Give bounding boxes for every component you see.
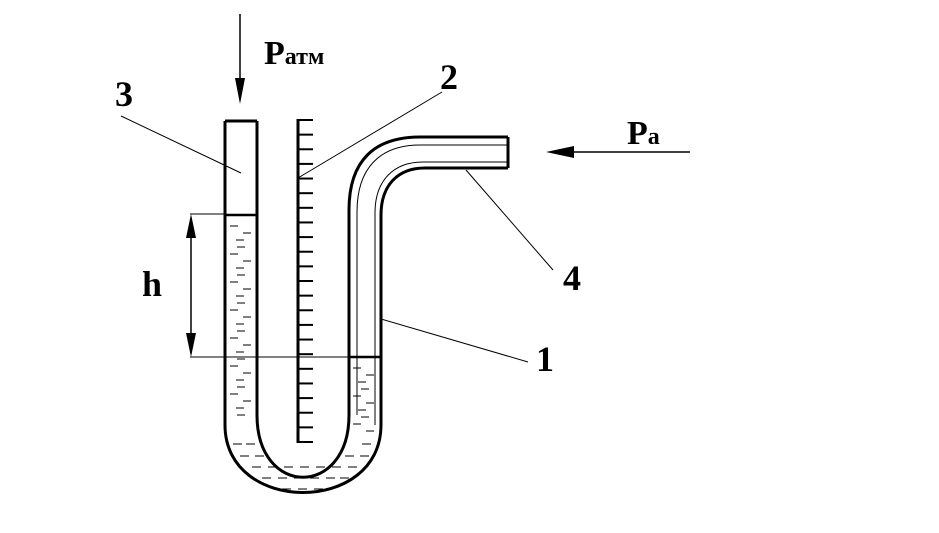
u-bend-inner	[255, 414, 351, 479]
right-tube-outer-wall-thin	[374, 161, 508, 425]
scale-ticks	[298, 119, 313, 443]
p-a-label-sub: a	[648, 124, 660, 150]
leader-line-4	[465, 169, 554, 271]
leader-line-1	[380, 318, 529, 363]
liquid-dashes	[230, 225, 374, 490]
label-4: 4	[563, 258, 581, 298]
p-atm-label-main: P	[264, 35, 285, 72]
right-tube-outer-wall	[379, 166, 508, 425]
p-a-label: Pa	[627, 115, 660, 152]
p-atm-label-sub: атм	[285, 44, 325, 70]
h-arrow-top	[186, 214, 196, 238]
u-bend-outer	[223, 424, 383, 494]
leader-line-3	[120, 115, 242, 174]
p-a-arrow-head	[546, 146, 574, 158]
label-1: 1	[536, 339, 554, 379]
p-atm-label: Pатм	[264, 35, 324, 72]
right-tube-inner-wall	[347, 135, 508, 415]
label-3: 3	[115, 74, 133, 114]
h-arrow-bottom	[186, 333, 196, 357]
right-tube-inner-wall-thin	[356, 144, 508, 415]
p-atm-arrow-head	[235, 78, 245, 104]
h-label: h	[142, 264, 162, 304]
liquid-fill	[225, 215, 381, 493]
label-2: 2	[440, 57, 458, 97]
leader-line-2	[297, 91, 443, 179]
p-a-label-main: P	[627, 115, 648, 152]
